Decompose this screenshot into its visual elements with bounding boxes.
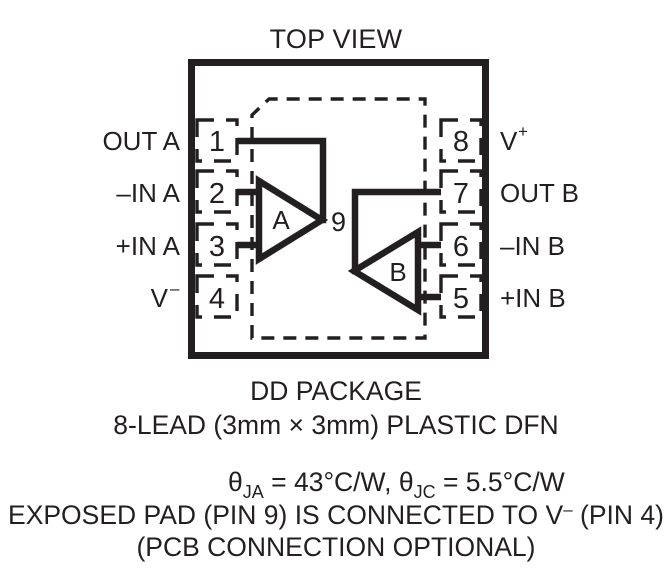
pin-box-4[interactable] (195, 274, 239, 319)
pin-number-8: 8 (453, 126, 469, 158)
theta-ja-symbol: θ (228, 467, 243, 497)
pin-label-neg-in-a: –IN A (116, 178, 180, 208)
theta-ja-subscript: JA (243, 482, 264, 502)
pin-number-7: 7 (453, 178, 469, 210)
pin-number-6: 6 (453, 231, 469, 263)
pin-number-2: 2 (209, 178, 225, 210)
theta-jc-value: = 5.5°C/W (436, 467, 565, 497)
exposed-pad-number: 9 (331, 207, 346, 237)
package-outline (188, 59, 489, 359)
pin-label-out-b: OUT B (500, 178, 579, 208)
exposed-pad-note-text-2: (PIN 4) (573, 500, 664, 530)
pin-box-7[interactable] (439, 169, 483, 214)
thermal-resistance-caption: θJA = 43°C/W, θJC = 5.5°C/W (228, 467, 565, 502)
exposed-pad-note-text-1: EXPOSED PAD (PIN 9) IS CONNECTED TO V (8, 500, 563, 530)
pin-box-5[interactable] (439, 274, 483, 319)
pin-number-1: 1 (209, 126, 225, 158)
amplifier-a-triangle (255, 175, 329, 265)
diagram-title: TOP VIEW (270, 24, 403, 54)
exposed-pad-note-caption: EXPOSED PAD (PIN 9) IS CONNECTED TO V– (… (8, 500, 664, 530)
amplifier-a-label: A (272, 205, 290, 235)
pin-label-v-pos-group: V + (500, 122, 528, 156)
amplifier-b-triangle (347, 226, 422, 316)
theta-jc-subscript: JC (414, 482, 436, 502)
exposed-pad-note-superscript: – (563, 500, 573, 519)
package-name-caption: DD PACKAGE (250, 376, 422, 406)
package-description-caption: 8-LEAD (3mm × 3mm) PLASTIC DFN (113, 410, 558, 440)
svg-text:EXPOSED PAD (PIN 9) IS CONNECT: EXPOSED PAD (PIN 9) IS CONNECTED TO V– (… (8, 500, 664, 530)
wire-pin1-to-amp-a-output (237, 137, 327, 224)
pin-label-v-pos-superscript: + (518, 122, 528, 141)
right-pin-boxes (439, 118, 483, 319)
amplifier-b-label: B (389, 257, 406, 287)
pin-label-neg-in-b: –IN B (500, 231, 565, 261)
svg-text:θJA = 43°C/W, θJC = 5.5°C/W: θJA = 43°C/W, θJC = 5.5°C/W (228, 467, 565, 502)
wire-pin7-to-amp-b-output (351, 188, 441, 275)
pin-box-8[interactable] (439, 118, 483, 163)
pin-number-5: 5 (453, 283, 469, 315)
theta-ja-value: = 43°C/W, (264, 467, 399, 497)
pin-label-pos-in-b: +IN B (500, 283, 566, 313)
pin-label-v-neg-group: V – (151, 279, 180, 313)
pin-number-3: 3 (209, 231, 225, 263)
pin-label-v-neg: V (151, 283, 169, 313)
pcb-note-caption: (PCB CONNECTION OPTIONAL) (136, 532, 535, 562)
pin-label-v-neg-superscript: – (170, 279, 180, 298)
pin-label-out-a: OUT A (102, 126, 180, 156)
exposed-pad-outline (250, 97, 427, 340)
pin-label-v-pos: V (500, 126, 518, 156)
pin-number-4: 4 (209, 283, 225, 315)
pin-label-pos-in-a: +IN A (116, 231, 181, 261)
theta-jc-symbol: θ (399, 467, 414, 497)
pin-box-6[interactable] (439, 222, 483, 267)
